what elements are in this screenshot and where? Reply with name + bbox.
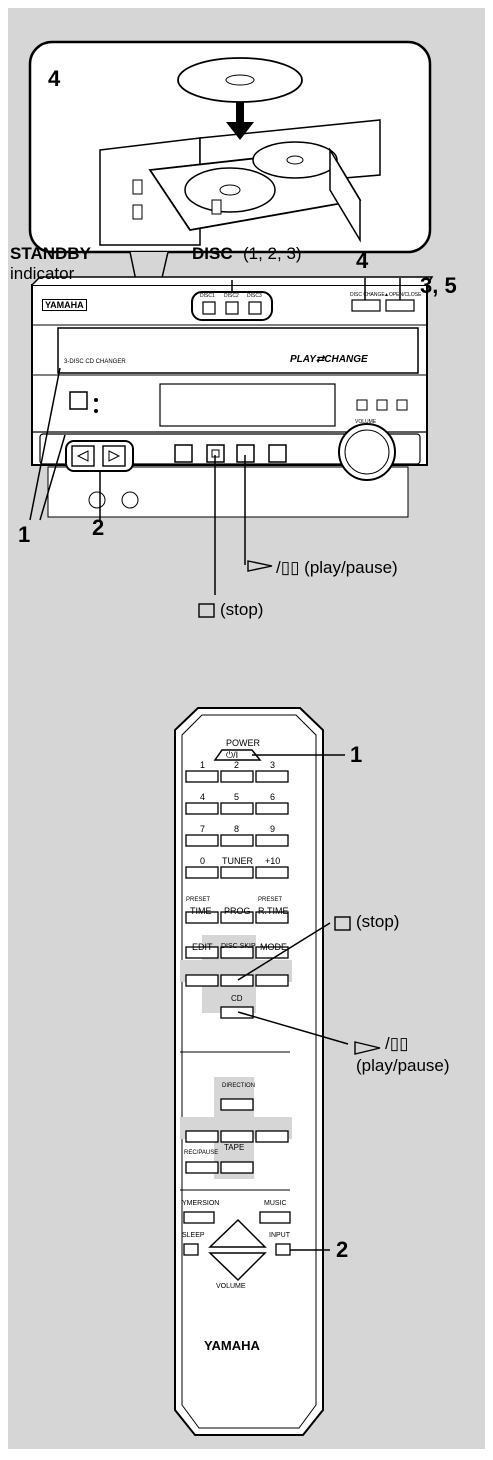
- unit-logo: PLAY⇄CHANGE: [290, 354, 368, 365]
- standby-label: STANDBY: [10, 244, 91, 263]
- remote-callout-stop: (stop): [356, 912, 400, 931]
- remote-illustration: [174, 707, 381, 1436]
- remote-callout-play-pause: /▯▯: [385, 1034, 408, 1054]
- remote-key-4[interactable]: 4: [200, 792, 206, 802]
- unit-disc2: DISC2: [224, 293, 239, 299]
- remote-callout-2: 2: [336, 1237, 349, 1262]
- remote-power-button[interactable]: ⏻/I: [226, 750, 239, 760]
- remote-key-7[interactable]: 7: [200, 824, 206, 834]
- remote-key-prog[interactable]: PROG: [224, 906, 251, 916]
- play-pause-text: (play/pause): [304, 558, 398, 577]
- remote-callout-1: 1: [350, 742, 363, 767]
- disc-sublabel: (1, 2, 3): [243, 244, 302, 263]
- remote-key-5[interactable]: 5: [234, 792, 240, 802]
- remote-volume-label: VOLUME: [216, 1283, 246, 1290]
- remote-cd-label: CD: [231, 994, 243, 1003]
- remote-key-8[interactable]: 8: [234, 824, 240, 834]
- remote-key-edit[interactable]: EDIT: [192, 942, 213, 952]
- remote-key-sleep[interactable]: SLEEP: [182, 1232, 205, 1239]
- step-1-label: 1: [18, 522, 31, 547]
- remote-key-3[interactable]: 3: [270, 760, 276, 770]
- remote-key-time[interactable]: TIME: [190, 906, 212, 916]
- remote-key-2[interactable]: 2: [234, 760, 240, 770]
- remote-preset-down: PRESET: [186, 897, 211, 903]
- remote-key-rtime[interactable]: R.TIME: [258, 906, 289, 916]
- unit-disc3: DISC3: [247, 293, 262, 299]
- remote-brand: YAMAHA: [204, 1338, 260, 1353]
- remote-key-music[interactable]: MUSIC: [264, 1200, 287, 1207]
- unit-volume: VOLUME: [355, 419, 377, 425]
- remote-key-plus10[interactable]: +10: [265, 856, 281, 866]
- cd-changer-unit: [31, 276, 434, 518]
- unit-brand: YAMAHA: [42, 299, 87, 311]
- remote-key-mode[interactable]: MODE: [260, 942, 287, 952]
- remote-keys: [183, 770, 291, 1256]
- remote-callout-play-pause-text: (play/pause): [356, 1056, 450, 1075]
- play-pause-glyph: /▯▯: [276, 558, 305, 577]
- step-3-5-label: 3, 5: [420, 273, 457, 298]
- unit-disc1: DISC1: [200, 293, 215, 299]
- unit-illustration: [28, 40, 434, 618]
- step-4-label: 4: [356, 248, 369, 273]
- disc-label: DISC: [192, 244, 233, 263]
- remote-key-1[interactable]: 1: [200, 760, 206, 770]
- remote-key-9[interactable]: 9: [270, 824, 276, 834]
- remote-key-tuner[interactable]: TUNER: [222, 856, 253, 866]
- unit-open-close: ▲OPEN/CLOSE: [384, 292, 422, 298]
- disc-tray-inset: [28, 40, 432, 254]
- remote-play-pause-glyph: /▯▯: [385, 1034, 409, 1053]
- remote-key-direction[interactable]: DIRECTION: [222, 1083, 255, 1089]
- remote-key-0[interactable]: 0: [200, 856, 206, 866]
- remote-key-input[interactable]: INPUT: [269, 1232, 290, 1239]
- remote-key-disc-skip[interactable]: DISC SKIP: [221, 943, 256, 950]
- step-2-label: 2: [92, 515, 105, 540]
- stop-label: (stop): [220, 600, 264, 619]
- play-pause-label: /▯▯ (play/pause): [276, 558, 398, 578]
- unit-changer-name: 3-DISC CD CHANGER: [64, 359, 126, 365]
- remote-preset-up: PRESET: [258, 897, 283, 903]
- unit-disc-change: DISC CHANGE: [350, 292, 385, 298]
- standby-sublabel: indicator: [10, 264, 75, 283]
- remote-key-ymersion[interactable]: YMERSION: [182, 1200, 220, 1207]
- remote-key-rec-pause[interactable]: REC/PAUSE: [184, 1150, 219, 1156]
- remote-key-6[interactable]: 6: [270, 792, 276, 802]
- remote-tape-label: TAPE: [224, 1143, 245, 1152]
- inset-step-4: 4: [48, 66, 61, 91]
- remote-power-label: POWER: [226, 738, 261, 748]
